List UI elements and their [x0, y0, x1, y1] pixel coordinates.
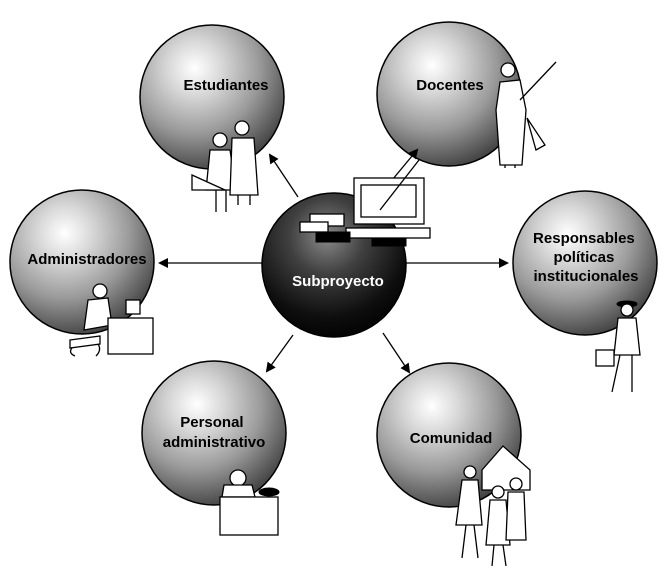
label-line: Estudiantes [183, 77, 268, 94]
official-briefcase-icon [595, 300, 641, 393]
sphere-administradores [9, 189, 155, 335]
arrow-to-estudiantes [268, 153, 299, 198]
community-group-icon [455, 445, 531, 567]
label-responsables: Responsables políticas institucionales [533, 230, 639, 285]
teacher-icon [495, 61, 557, 168]
label-line: Responsables [533, 230, 635, 247]
label-line: políticas [553, 249, 614, 266]
administrator-icon [69, 283, 154, 357]
label-line: Personal [180, 414, 243, 431]
sphere-personal [141, 360, 287, 506]
label-estudiantes: Estudiantes [183, 77, 268, 94]
label-comunidad: Comunidad [410, 430, 493, 447]
label-line: institucionales [533, 268, 638, 285]
clerk-phone-icon [219, 469, 280, 536]
label-line: Docentes [416, 77, 484, 94]
sphere-responsables [512, 190, 658, 336]
students-icon [191, 120, 259, 212]
computer-workstation-icon [299, 159, 431, 247]
sphere-estudiantes [139, 24, 285, 170]
arrow-to-comunidad [382, 332, 411, 374]
arrow-to-personal [265, 334, 294, 373]
label-subproyecto: Subproyecto [292, 273, 384, 290]
label-docentes: Docentes [416, 77, 484, 94]
label-line: Administradores [27, 251, 146, 268]
label-personal: Personal administrativo [163, 414, 266, 451]
label-administradores: Administradores [27, 251, 146, 268]
label-line: Comunidad [410, 430, 493, 447]
label-line: administrativo [163, 434, 266, 451]
